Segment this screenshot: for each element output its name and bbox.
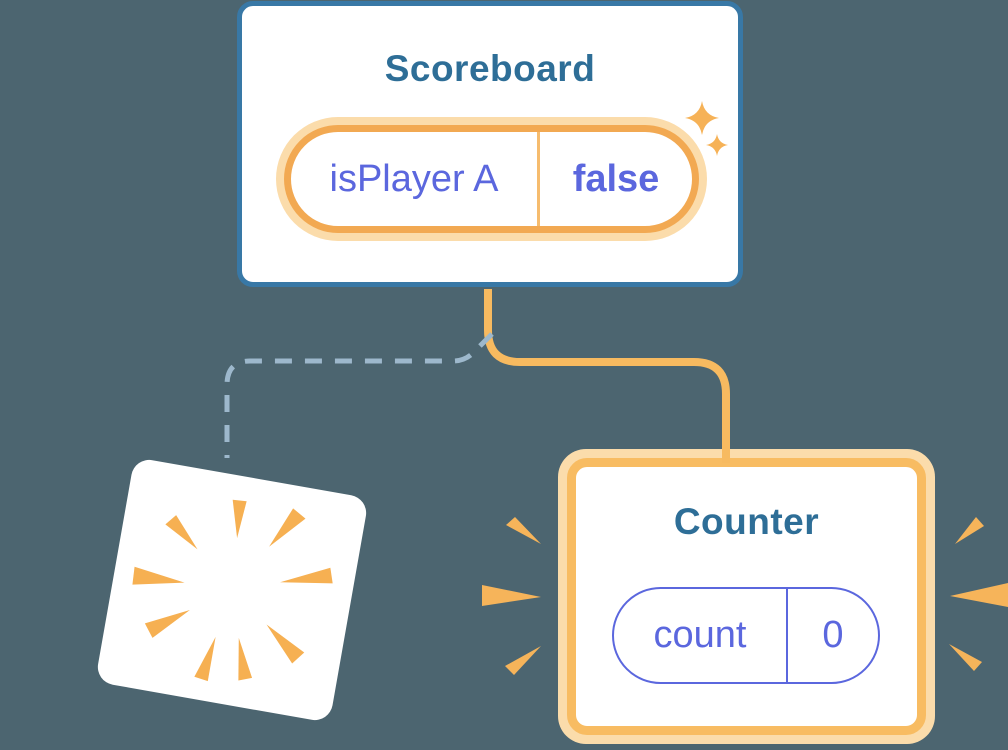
pill-divider	[537, 132, 540, 226]
tree-connector-dashed	[224, 332, 494, 458]
poof-burst-icon	[132, 499, 333, 682]
scoreboard-state-value: false	[572, 157, 660, 200]
emphasis-burst-right-icon	[949, 517, 1008, 671]
destroyed-component-card	[95, 457, 369, 723]
tree-connector-solid	[484, 289, 730, 463]
pill-divider	[786, 589, 788, 682]
scoreboard-state-name: isPlayer A	[329, 157, 499, 200]
counter-state-pill: count 0	[612, 587, 880, 684]
emphasis-burst-left-icon	[482, 517, 541, 675]
counter-state-name: count	[653, 614, 747, 656]
counter-title: Counter	[673, 501, 820, 542]
scoreboard-state-pill: isPlayer A false	[284, 125, 699, 233]
scoreboard-title: Scoreboard	[384, 48, 596, 89]
counter-state-value: 0	[822, 614, 844, 656]
